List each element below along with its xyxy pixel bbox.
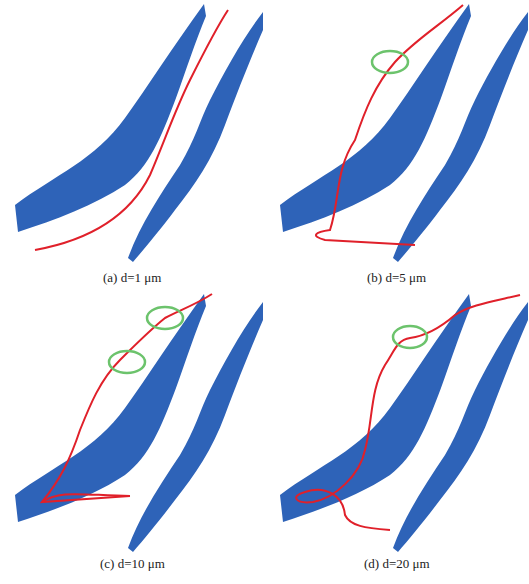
- panel-caption: (d) d=20 μm: [364, 556, 430, 572]
- panel-d: [280, 294, 528, 552]
- panel-b: [280, 4, 528, 262]
- panel-caption: (a) d=1 μm: [103, 270, 161, 286]
- panel-caption: (b) d=5 μm: [367, 270, 426, 286]
- panel-caption: (c) d=10 μm: [100, 556, 165, 572]
- panel-c: [15, 294, 263, 552]
- panel-a: [15, 4, 263, 262]
